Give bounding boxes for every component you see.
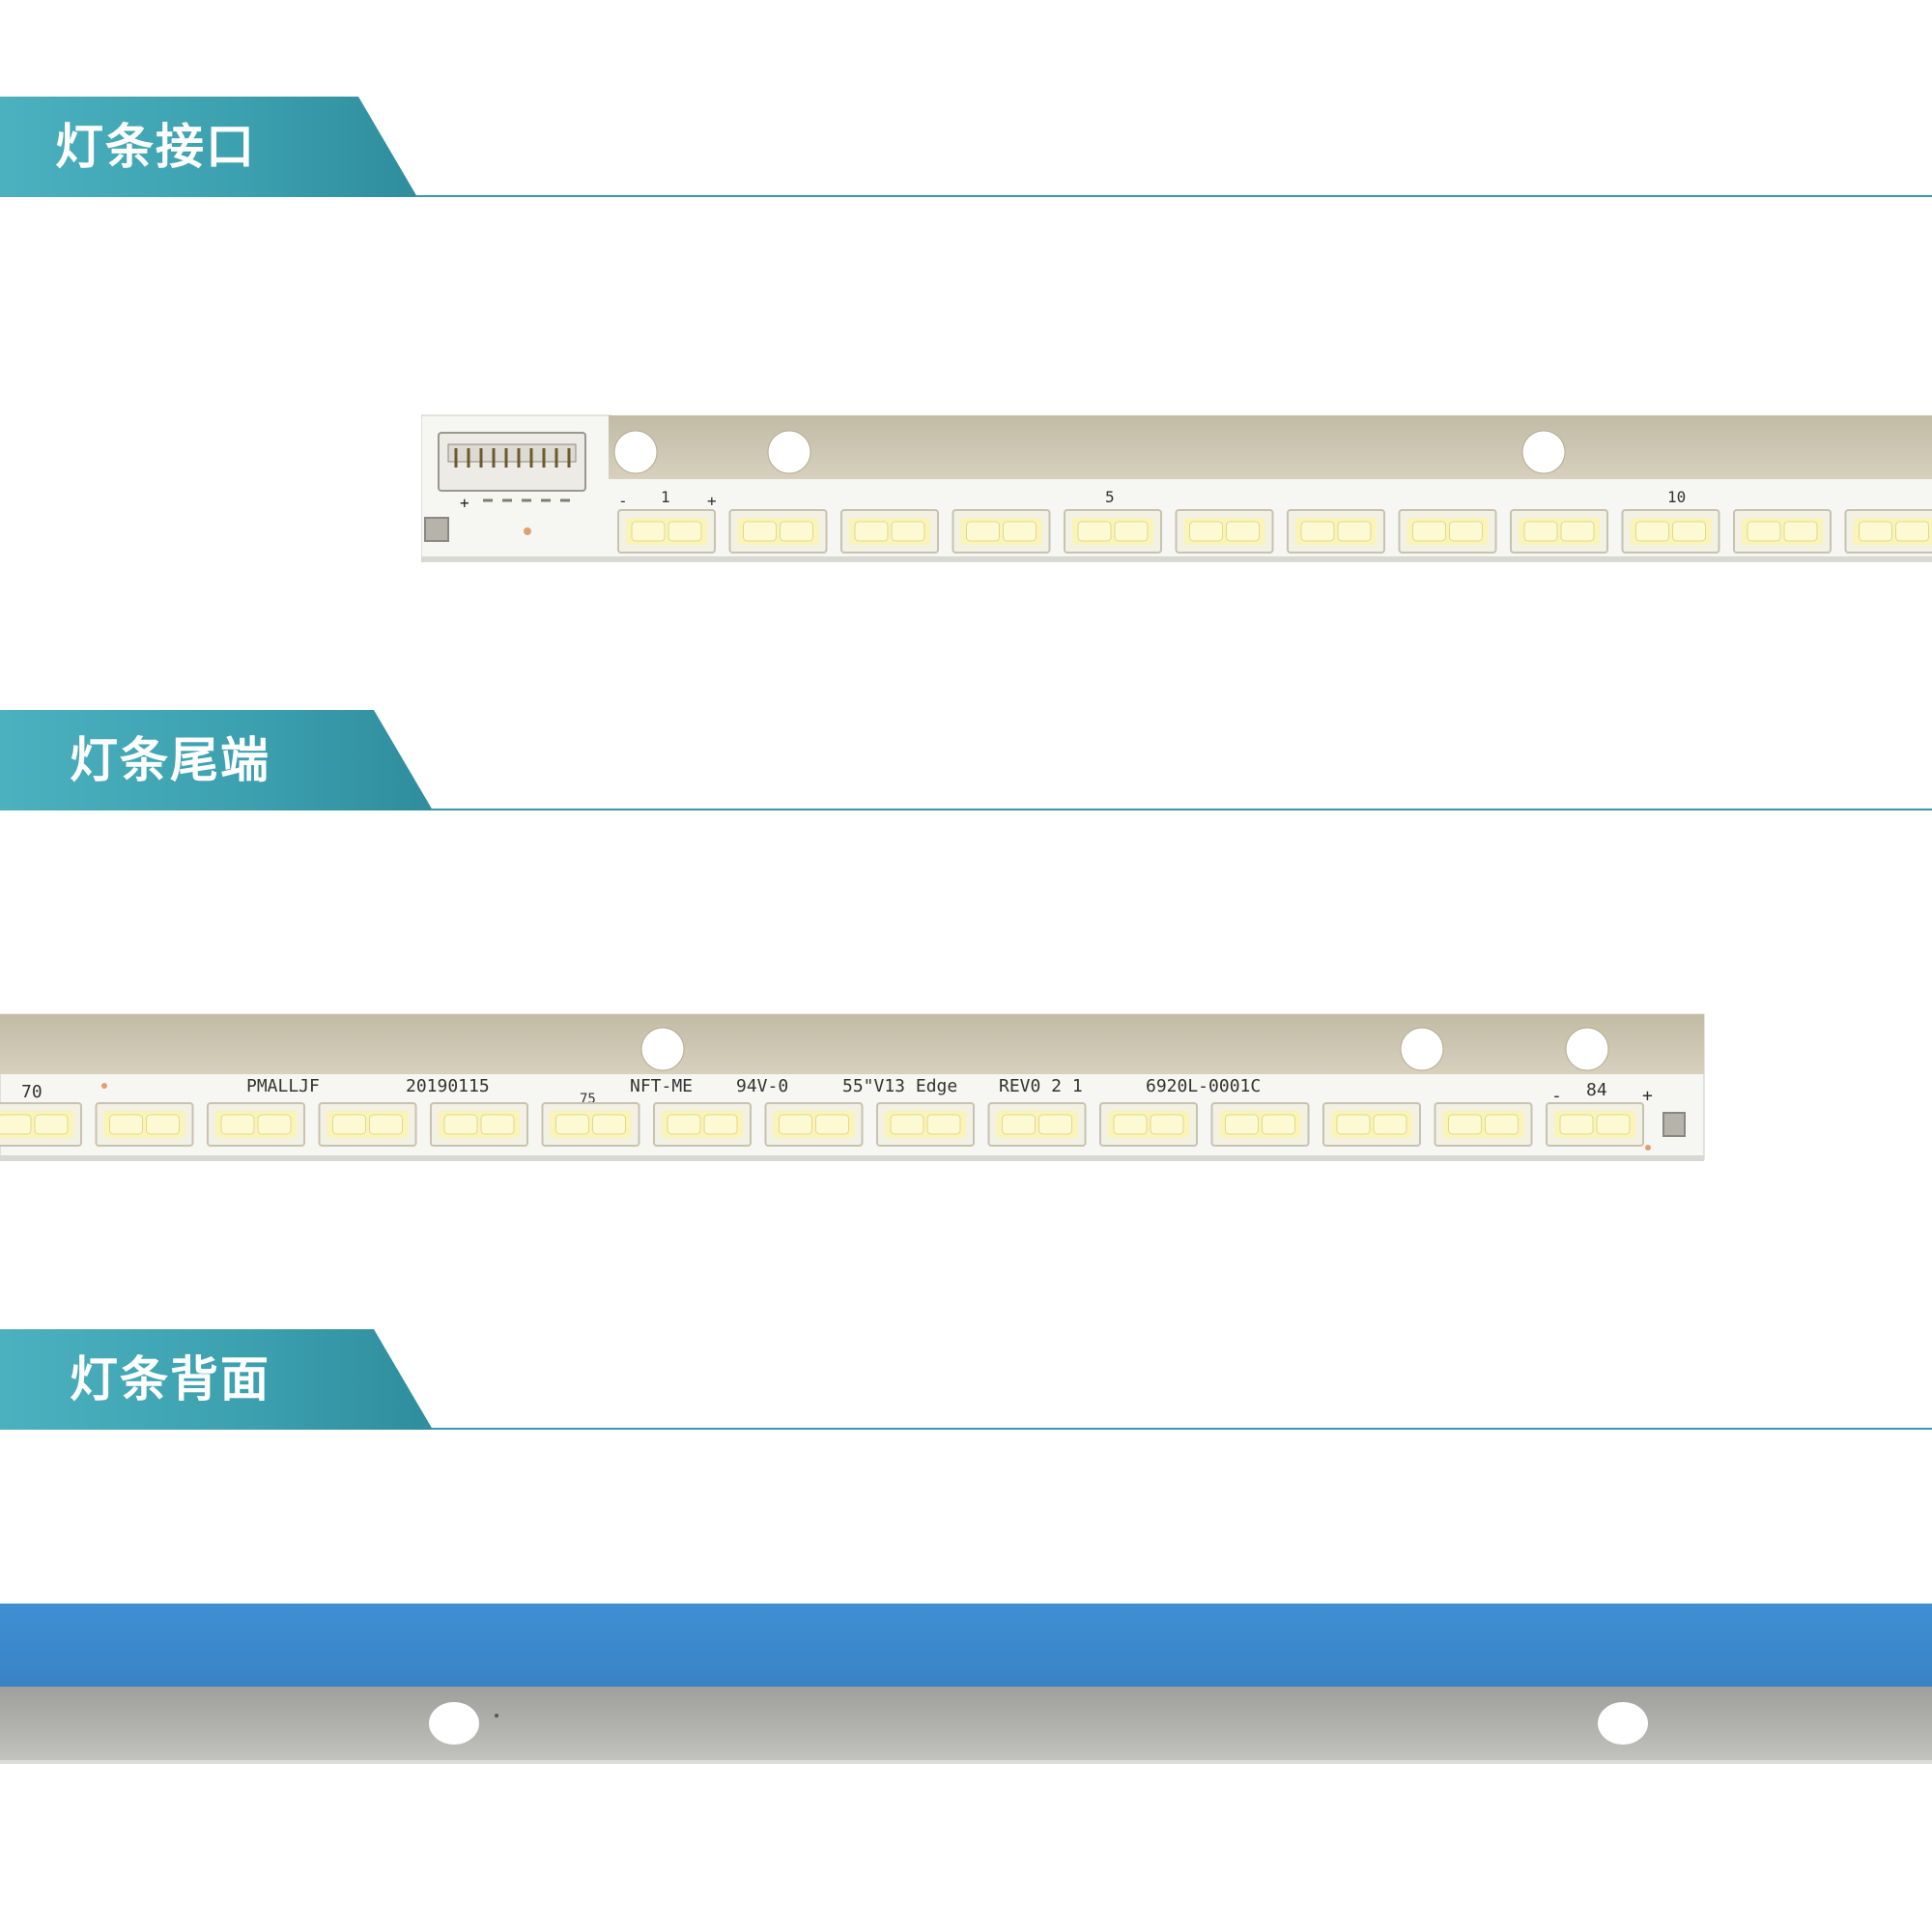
section-title: 灯条背面: [70, 1351, 270, 1407]
led-chip: [617, 509, 716, 554]
led-chip: [840, 509, 939, 554]
led-chip: [1287, 509, 1385, 554]
label-date: 20190115: [406, 1076, 490, 1096]
test-point: [101, 1083, 107, 1089]
section-title: 灯条尾端: [70, 732, 270, 788]
led-chip: [318, 1102, 417, 1147]
led-chip: [952, 509, 1051, 554]
marker-minus: -: [618, 492, 628, 510]
test-point: [524, 527, 531, 535]
mounting-hole: [1565, 1027, 1609, 1071]
label-model: 55"V13 Edge: [842, 1076, 957, 1096]
led-row: [0, 1102, 1644, 1147]
led-chip: [1322, 1102, 1421, 1147]
led-strip-back-view: [0, 1604, 1932, 1764]
led-chip: [1621, 509, 1720, 554]
led-chip: [1099, 1102, 1198, 1147]
mounting-hole: [1521, 430, 1566, 474]
label-pmalljf: PMALLJF: [246, 1076, 320, 1096]
solder-pad: [424, 517, 449, 542]
mounting-hole: [1400, 1027, 1444, 1071]
mounting-hole: [640, 1027, 685, 1071]
led-chip: [95, 1102, 194, 1147]
led-chip: [1510, 509, 1608, 554]
led-row: [617, 509, 1932, 554]
label-rating: 94V-0: [736, 1076, 788, 1096]
marker-one: 1: [661, 488, 670, 506]
led-chip: [1844, 509, 1932, 554]
section-header-tail: 灯条尾端: [0, 710, 1932, 810]
adhesive-tape: [0, 1604, 1932, 1687]
marker-ten: 10: [1667, 488, 1686, 506]
led-chip: [1546, 1102, 1644, 1147]
led-strip-connector-view: + - 1 + 5 10: [421, 414, 1932, 562]
led-chip: [876, 1102, 975, 1147]
mounting-hole: [429, 1702, 479, 1745]
led-chip: [1398, 509, 1497, 554]
mounting-hole: [767, 430, 811, 474]
connector-icon: [438, 432, 586, 502]
test-point: [1645, 1145, 1651, 1151]
solder-pad: [1662, 1112, 1686, 1137]
marker-minus: -: [1551, 1086, 1562, 1106]
led-chip: [1434, 1102, 1533, 1147]
section-header-interface: 灯条接口: [0, 97, 1932, 197]
led-chip: [0, 1102, 82, 1147]
section-title: 灯条接口: [55, 119, 256, 175]
section-header-back: 灯条背面: [0, 1329, 1932, 1430]
connector-plus-label: +: [460, 494, 469, 512]
header-divider: [431, 809, 1932, 810]
header-tab: [0, 710, 433, 810]
mounting-hole: [1598, 1702, 1648, 1745]
marker-five: 5: [1105, 488, 1115, 506]
header-divider: [431, 1428, 1932, 1430]
label-part: 6920L-0001C: [1146, 1076, 1261, 1096]
label-rev: REV0 2 1: [999, 1076, 1083, 1096]
led-chip: [653, 1102, 752, 1147]
marker-84: 84: [1586, 1080, 1607, 1100]
header-tab: [0, 97, 417, 197]
led-chip: [1210, 1102, 1310, 1147]
led-strip-tail-view: 70 PMALLJF 20190115 75 NFT-ME 94V-0 55"V…: [0, 1013, 1705, 1161]
led-chip: [728, 509, 828, 554]
led-chip: [1733, 509, 1832, 554]
led-chip: [430, 1102, 528, 1147]
header-tab: [0, 1329, 433, 1430]
led-chip: [987, 1102, 1087, 1147]
marker-plus: +: [1642, 1086, 1653, 1106]
led-chip: [1064, 509, 1162, 554]
led-chip: [1175, 509, 1274, 554]
led-chip: [207, 1102, 305, 1147]
led-chip: [541, 1102, 640, 1147]
marker-70: 70: [21, 1082, 43, 1102]
mounting-hole: [613, 430, 658, 474]
marker-plus: +: [707, 492, 717, 510]
header-divider: [415, 195, 1932, 197]
led-chip: [764, 1102, 864, 1147]
label-nft: NFT-ME: [630, 1076, 693, 1096]
